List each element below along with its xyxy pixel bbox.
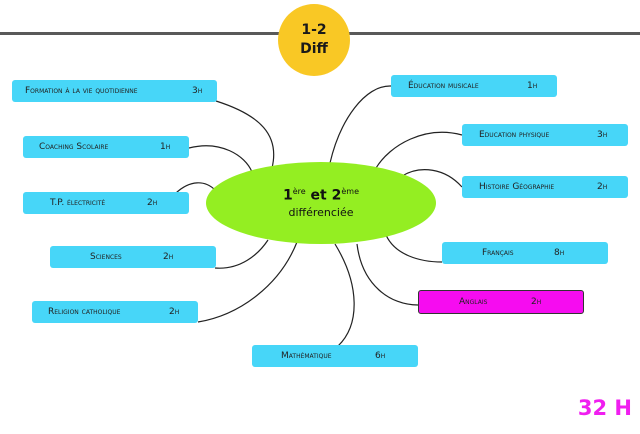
center-subtitle: différenciée — [288, 206, 354, 220]
node-physique[interactable]: Education physique 3h — [462, 124, 628, 146]
link-formation — [215, 100, 275, 169]
link-anglais — [356, 243, 419, 306]
node-name: Coaching Scolaire — [39, 142, 109, 152]
link-coaching — [188, 145, 253, 173]
node-hours: 2h — [163, 252, 174, 262]
node-hours: 8h — [554, 248, 565, 258]
link-francais — [385, 234, 443, 263]
node-francais[interactable]: Français 8h — [442, 242, 608, 264]
node-name: Éducation musicale — [408, 81, 479, 91]
node-name: Religion catholique — [48, 307, 121, 317]
node-name: Education physique — [479, 130, 550, 140]
node-hours: 1h — [527, 81, 538, 91]
node-name: T.P. électricité — [50, 198, 106, 208]
node-musique[interactable]: Éducation musicale 1h — [391, 75, 557, 97]
node-hours: 3h — [597, 130, 608, 140]
header-line-right — [346, 32, 640, 35]
node-sciences[interactable]: Sciences 2h — [50, 246, 216, 268]
center-node: 1ère et 2ème différenciée — [206, 162, 436, 244]
node-tp[interactable]: T.P. électricité 2h — [23, 192, 189, 214]
node-hours: 2h — [147, 198, 158, 208]
node-formation[interactable]: Formation à la vie quotidienne 3h — [12, 80, 217, 102]
link-math — [334, 243, 355, 347]
header-line-left — [0, 32, 282, 35]
node-name: Histoire Géographie — [479, 182, 555, 192]
link-histoire — [401, 169, 463, 188]
center-title: 1ère et 2ème — [282, 186, 360, 204]
badge-line2: Diff — [300, 41, 328, 57]
node-histoire[interactable]: Histoire Géographie 2h — [462, 176, 628, 198]
node-hours: 6h — [375, 351, 386, 361]
node-name: Anglais — [459, 297, 488, 307]
total-hours: 32 H — [577, 396, 632, 420]
node-mathematique[interactable]: Mathématique 6h — [252, 345, 418, 367]
link-musique — [329, 85, 392, 164]
node-name: Formation à la vie quotidienne — [25, 86, 138, 96]
node-hours: 1h — [160, 142, 171, 152]
node-religion[interactable]: Religion catholique 2h — [32, 301, 198, 323]
node-hours: 2h — [531, 297, 542, 307]
node-name: Mathématique — [281, 351, 332, 361]
node-hours: 2h — [169, 307, 180, 317]
node-anglais[interactable]: Anglais 2h — [418, 290, 584, 314]
node-name: Français — [482, 248, 514, 258]
link-physique — [375, 131, 463, 169]
node-coaching[interactable]: Coaching Scolaire 1h — [23, 136, 189, 158]
node-hours: 2h — [597, 182, 608, 192]
badge-line1: 1-2 — [301, 22, 327, 38]
node-name: Sciences — [90, 252, 122, 262]
link-religion — [197, 241, 298, 323]
class-badge: 1-2 Diff — [278, 4, 350, 76]
link-sciences — [214, 239, 269, 269]
node-hours: 3h — [192, 86, 203, 96]
